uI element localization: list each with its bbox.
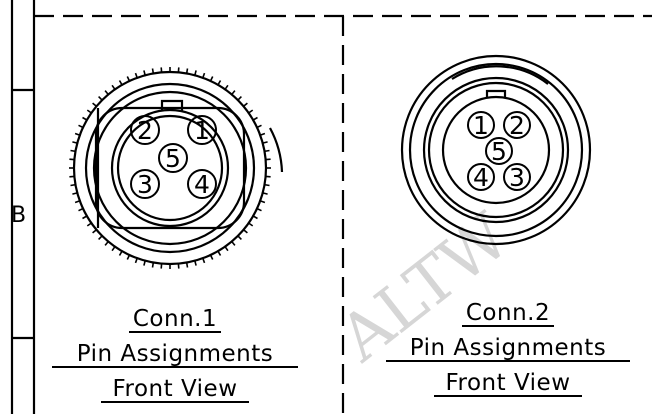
connector-2-pin-1-circle: [467, 111, 495, 139]
connector-2-pin-5-label: 5: [491, 137, 507, 166]
connector-2-caption: Conn.2 Pin Assignments Front View: [410, 300, 607, 396]
connector-2-pin-3-circle: [503, 163, 531, 191]
connector-1-insert-frame: [94, 106, 246, 230]
zone-label: B: [11, 203, 26, 228]
connector-2-key: [485, 89, 507, 97]
connector-1-caption: Conn.1 Pin Assignments Front View: [77, 306, 274, 402]
connector-2-pin-2-circle: [503, 111, 531, 139]
connector-1-pin-4-label: 4: [194, 170, 210, 199]
connector-2-pin-2-label: 2: [509, 111, 525, 140]
connector-2: [400, 54, 592, 246]
connector-2-pin-5-circle: [485, 137, 513, 165]
connector-1-pin-1-label: 1: [194, 116, 210, 145]
connector-1-ring-3: [92, 90, 248, 246]
dashed-boundary: [34, 14, 652, 414]
connector-2-caption-line2: Pin Assignments: [410, 335, 607, 361]
connector-1-pin-2-label: 2: [137, 116, 153, 145]
connector-2-arc: [451, 65, 549, 85]
connector-1: [69, 67, 284, 269]
connector-2-caption-underlines: [386, 325, 630, 397]
connector-1-ring-2: [84, 82, 256, 254]
connector-1-caption-title: Conn.1: [133, 306, 217, 332]
connector-1-pin-5-circle: [158, 143, 188, 173]
connector-1-caption-underlines: [52, 331, 298, 403]
connector-2-caption-title: Conn.2: [466, 300, 550, 326]
connector-1-insert-inner: [116, 114, 224, 222]
drawing-border: [10, 0, 36, 414]
connector-1-pins: 1 2 3 45: [130, 115, 217, 199]
connector-2-ring-4: [427, 81, 565, 219]
connector-1-latch: [269, 127, 284, 173]
connector-1-pin-3-label: 3: [137, 170, 153, 199]
connector-1-pin-3-circle: [130, 169, 160, 199]
connector-2-pin-1-label: 1: [473, 111, 489, 140]
connector-2-ring-2: [408, 62, 584, 238]
connector-1-caption-line3: Front View: [112, 376, 237, 402]
connector-1-pin-5-label: 5: [165, 144, 181, 173]
connector-2-caption-line3: Front View: [445, 370, 570, 396]
connector-1-key: [160, 99, 184, 111]
connector-1-pin-1-circle: [187, 115, 217, 145]
connector-2-pin-4-label: 4: [473, 163, 489, 192]
connector-1-pin-2-circle: [130, 115, 160, 145]
connector-2-pin-3-label: 3: [509, 163, 525, 192]
connector-1-caption-line2: Pin Assignments: [77, 341, 274, 367]
connector-1-pin-4-circle: [187, 169, 217, 199]
connector-2-insert-face: [441, 95, 551, 205]
connector-1-outer-ring: [72, 70, 268, 266]
connector-2-ring-3: [422, 76, 570, 224]
connector-2-pin-4-circle: [467, 163, 495, 191]
connector-2-outer-ring: [400, 54, 592, 246]
connector-1-insert-face: [110, 108, 230, 228]
